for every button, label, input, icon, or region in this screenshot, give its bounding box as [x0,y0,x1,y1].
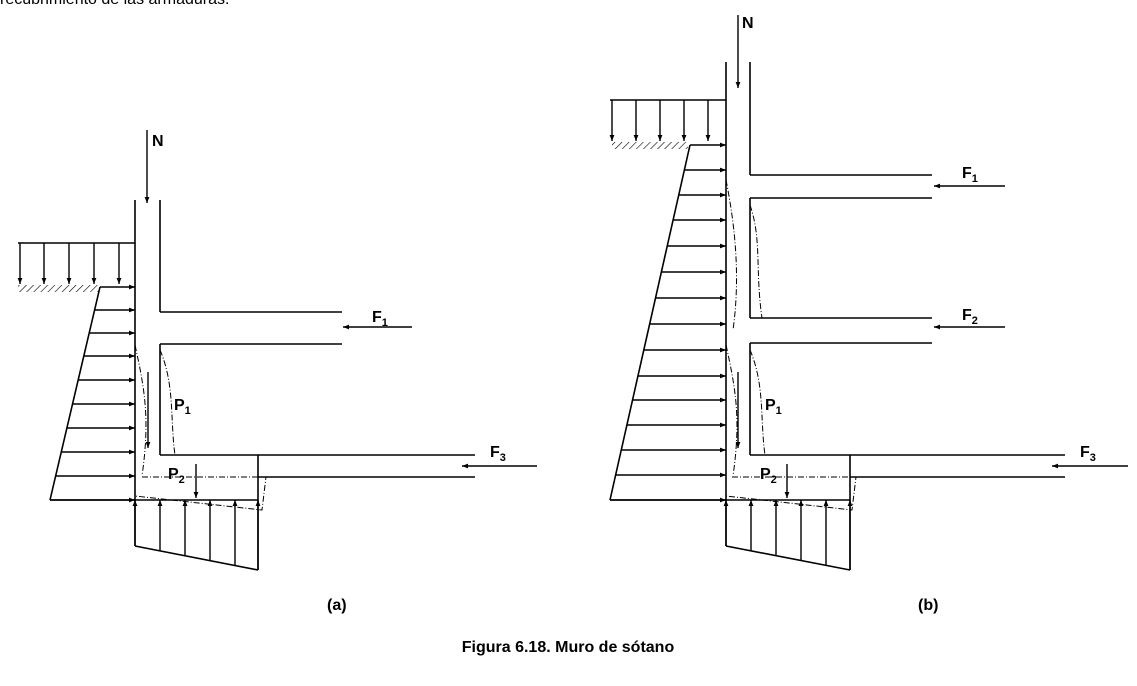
label-b-N: N [742,15,754,32]
tag-a: (a) [327,597,347,614]
figure-b-load-arrows [609,15,1128,570]
figure-b [609,62,1065,571]
label-a-N: N [152,133,164,150]
label-b-P1: P1 [765,397,782,417]
label-a-P2: P2 [168,466,185,486]
figure-a-load-arrows [17,130,537,570]
label-a-P1: P1 [174,397,191,417]
label-b-P2: P2 [760,466,777,486]
label-b-F2: F2 [962,307,978,327]
label-a-F1: F1 [372,309,388,329]
intro-text: recubrimiento de las armaduras. [0,0,229,9]
label-a-F3: F3 [490,444,506,464]
figure-a [18,200,475,571]
label-b-F3: F3 [1080,444,1096,464]
label-b-F1: F1 [962,165,978,185]
figure-caption: Figura 6.18. Muro de sótano [462,639,675,656]
tag-b: (b) [918,597,938,614]
